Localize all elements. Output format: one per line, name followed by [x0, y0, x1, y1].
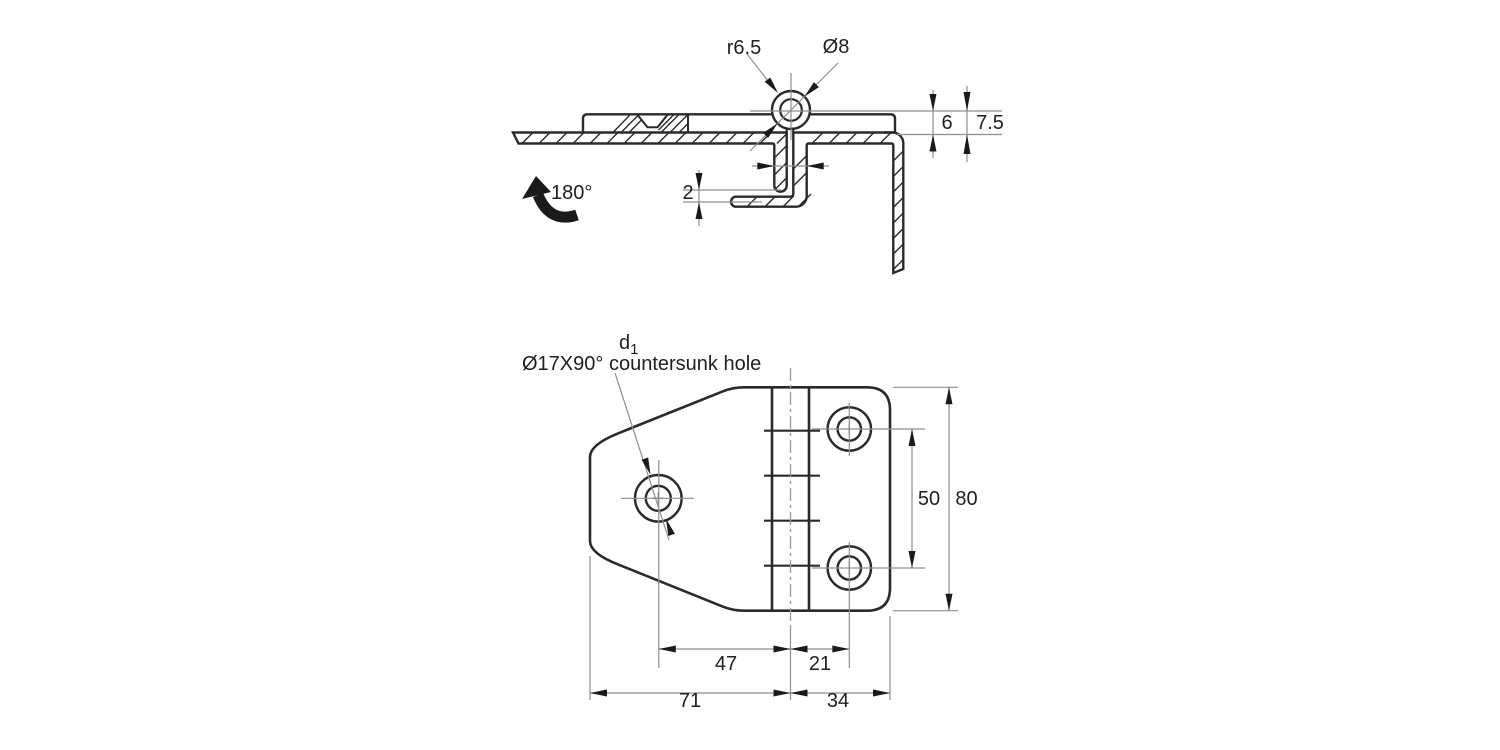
- radius-leader-arrow: [764, 77, 778, 93]
- plan-view: d1 Ø17X90° countersunk hole 47 21 71 34 …: [522, 332, 978, 712]
- hatch-offset-leaf: [746, 132, 904, 270]
- dim21-label: 21: [809, 653, 831, 675]
- radius-label: r6.5: [727, 37, 761, 59]
- offset-leaf-section: [729, 131, 905, 275]
- total-offset-dim-label: 7.5: [976, 112, 1004, 134]
- rotation-label: 180°: [551, 182, 592, 204]
- dim21-arrow-right: [832, 645, 850, 653]
- countersink-notch: [636, 113, 669, 129]
- hatch-left-plate: [612, 113, 689, 133]
- dim47-arrow-right: [773, 645, 791, 653]
- dim71-arrow-right: [773, 689, 791, 697]
- dim71-label: 71: [679, 690, 701, 712]
- pin-hole-label: Ø8: [823, 36, 850, 58]
- left-sheet-section: [511, 131, 788, 193]
- gap-dim-arrow-right: [806, 162, 824, 170]
- left-leaf-outline: [588, 386, 772, 612]
- offset-dim-label: 6: [941, 112, 952, 134]
- dim6-arrow-bottom: [929, 134, 937, 152]
- hole-ref-label: d1: [619, 332, 638, 358]
- dim75-arrow-bottom: [963, 134, 971, 154]
- dim80-arrow-bottom: [945, 593, 953, 611]
- right-leaf-plate: [809, 113, 897, 134]
- rotation-arrow-icon: [522, 176, 579, 223]
- dim34-label: 34: [827, 690, 849, 712]
- left-leaf-plate: [581, 113, 773, 133]
- dim80-arrow-top: [945, 387, 953, 405]
- dim75-arrow-top: [963, 92, 971, 111]
- dim47-label: 47: [715, 653, 737, 675]
- dim50-arrow-top: [908, 429, 916, 446]
- pin-dia-arrow-upper: [804, 82, 819, 97]
- leader-arrow-lower: [666, 518, 675, 536]
- dim2-arrow-top: [695, 173, 703, 190]
- plan-view-arrows: [590, 387, 953, 697]
- hatch-left-bar: [521, 132, 788, 144]
- dim71-arrow-left: [590, 689, 607, 697]
- hatch-left-lip: [773, 145, 788, 190]
- dim50-label: 50: [918, 488, 940, 510]
- side-view-arrows: [695, 77, 971, 219]
- dim47-arrow-left: [658, 645, 676, 653]
- dim6-arrow-top: [929, 94, 937, 111]
- thickness-dim-label: 2: [682, 182, 693, 204]
- side-view: r6.5 Ø8 6 7.5 2 180°: [511, 36, 1004, 275]
- dim80-label: 80: [955, 488, 977, 510]
- right-leaf-outline: [807, 386, 892, 612]
- dim21-arrow-left: [790, 645, 808, 653]
- dim50-arrow-bottom: [908, 551, 916, 568]
- dim34-arrow-right: [873, 689, 890, 697]
- gap-dim-arrow-left: [757, 162, 775, 170]
- leader-arrow-upper: [641, 457, 651, 475]
- pin-dia-arrow-lower: [763, 123, 778, 138]
- hole-note-label: Ø17X90° countersunk hole: [522, 353, 761, 375]
- dim34-arrow-left: [790, 689, 808, 697]
- plan-view-thin-lines: [589, 372, 958, 700]
- knuckle-ticks: [764, 429, 820, 567]
- gap-edges: [785, 127, 795, 133]
- dim2-arrow-bottom: [695, 202, 703, 219]
